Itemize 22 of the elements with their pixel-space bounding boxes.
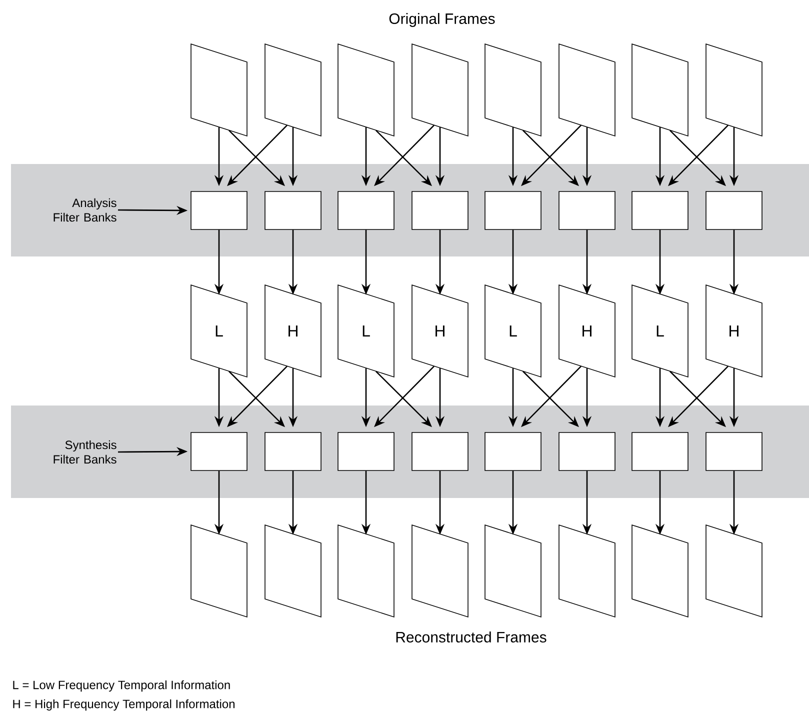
heading: Original Frames [389,13,495,27]
filter-box [706,191,762,230]
filter-box [558,191,616,230]
filter-box [264,191,322,230]
band-label: Synthesis Filter Banks [54,440,116,464]
legend-note: L = Low Frequency Temporal Information [13,680,230,692]
filter-box [412,191,468,230]
filter-box [484,191,542,230]
filter-box [632,432,688,471]
filter-box [190,191,248,230]
filter-box [632,191,688,230]
filter-box [412,432,468,471]
heading: Reconstructed Frames [396,632,546,642]
filter-box [484,432,542,471]
filter-box [338,432,394,471]
filter-box [558,432,616,471]
filter-box [706,432,762,471]
filter-box [338,191,394,230]
filter-box [190,432,248,471]
legend-note: H = High Frequency Temporal Information [13,699,234,711]
filter-box [264,432,322,471]
band-label: Analysis Filter Banks [54,198,116,222]
